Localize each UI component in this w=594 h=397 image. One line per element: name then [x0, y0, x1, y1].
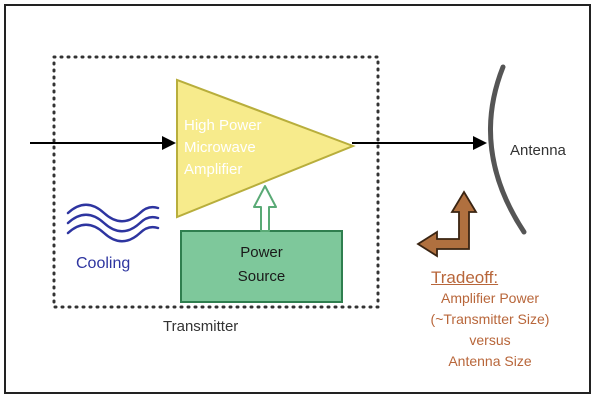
cooling-label: Cooling: [76, 255, 131, 272]
amplifier-label-line-2: Microwave: [184, 139, 256, 156]
tradeoff-line-1: Amplifier Power: [440, 290, 540, 306]
power-source-label-line-2: Source: [237, 268, 286, 285]
amplifier-triangle: [176, 78, 356, 219]
tradeoff-description: Amplifier Power (~Transmitter Size) vers…: [410, 288, 570, 372]
transmitter-boundary: [52, 55, 380, 309]
amplifier-label-line-1: High Power: [184, 117, 262, 134]
diagram-frame: [4, 4, 591, 394]
amplifier-label-line-3: Amplifier: [184, 161, 243, 178]
power-feed-arrow: [253, 185, 277, 232]
output-signal-arrow: [352, 136, 487, 150]
tradeoff-line-2: (~Transmitter Size): [430, 311, 550, 327]
antenna-dish: [488, 64, 527, 235]
antenna-label: Antenna: [510, 142, 566, 159]
tradeoff-line-4: Antenna Size: [448, 353, 532, 369]
input-signal-arrow: [30, 136, 176, 150]
tradeoff-arrow: [416, 190, 478, 258]
tradeoff-line-3: versus: [469, 332, 511, 348]
power-source-label-line-1: Power: [240, 244, 283, 261]
transmitter-label: Transmitter: [163, 318, 239, 335]
cooling-waves-icon: [66, 203, 160, 243]
power-source-label: Power Source: [181, 241, 342, 289]
amplifier-label: High Power Microwave Amplifier: [184, 115, 262, 181]
tradeoff-title: Tradeoff:: [431, 268, 499, 287]
